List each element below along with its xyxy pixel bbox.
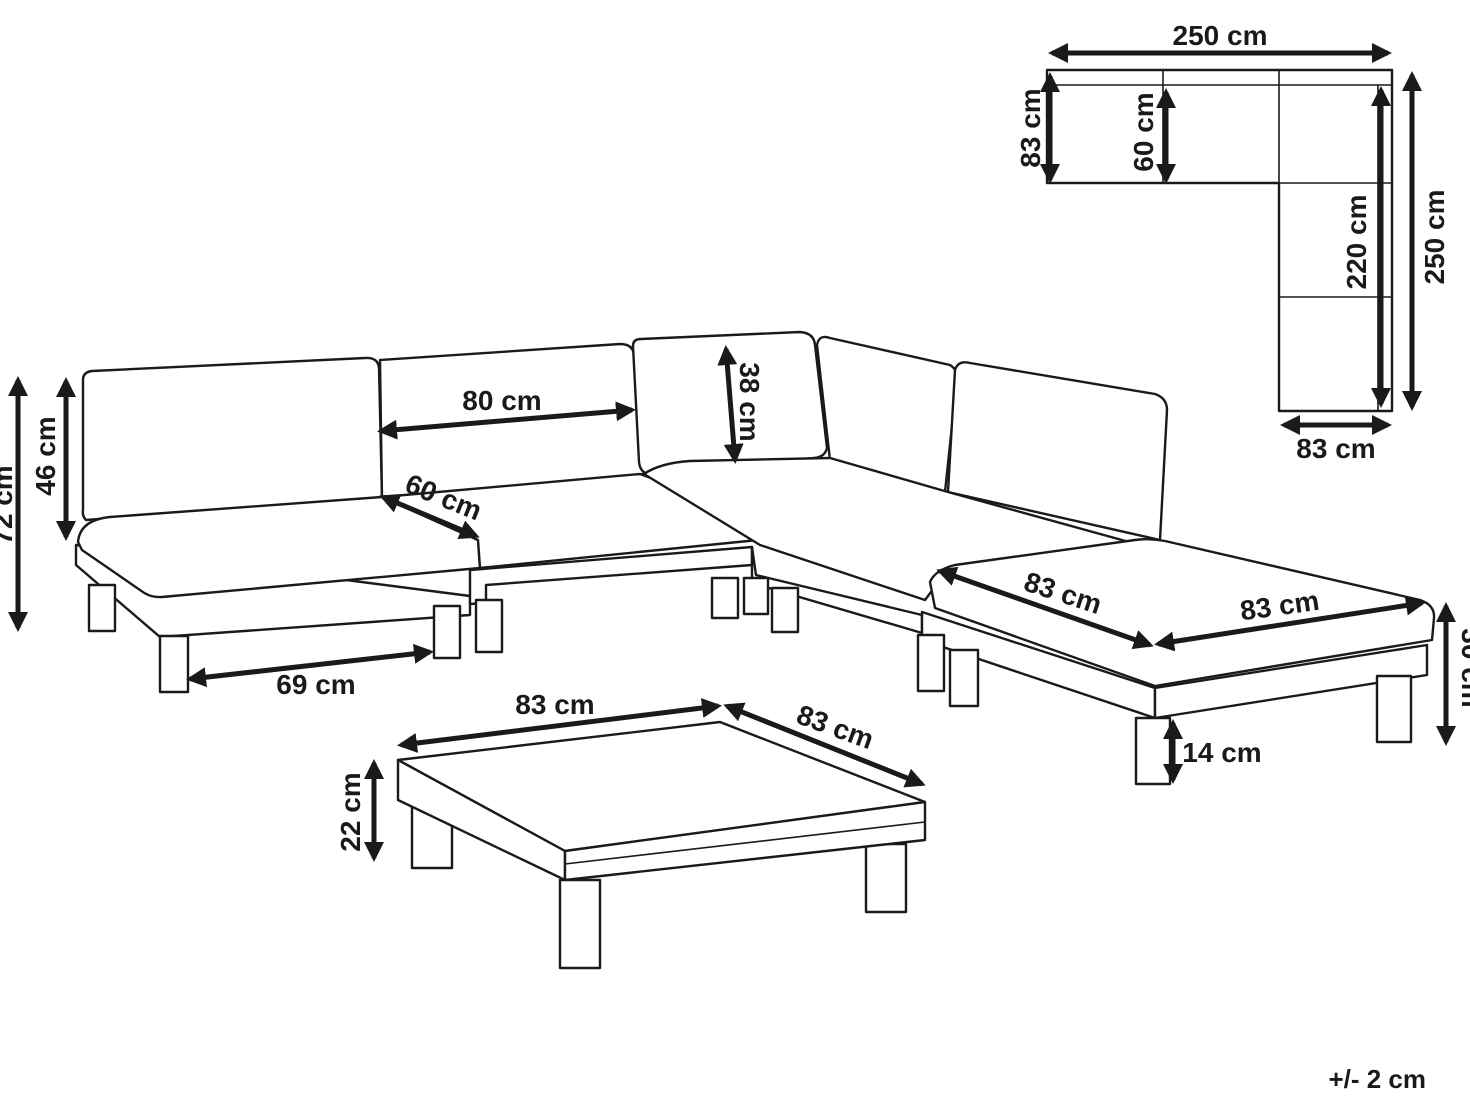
sofa-leg-10 (1134, 716, 1172, 786)
leg-height-label: 14 cm (1182, 737, 1261, 768)
sofa-leg-4 (474, 598, 504, 654)
tolerance-note: +/- 2 cm (1328, 1064, 1426, 1094)
ottoman-frame-front (1153, 643, 1429, 720)
back-cushion-right (946, 361, 1169, 542)
table-depth-arrow (723, 702, 926, 788)
sofa-leg-9 (948, 648, 980, 708)
seat-width-arrow (186, 643, 434, 688)
cushion-height-arrow (717, 345, 744, 464)
back-width-label: 80 cm (462, 385, 541, 416)
sofa-leg-1 (87, 583, 117, 633)
ottoman-width-arrow (1154, 595, 1426, 652)
plan-module-depth-label: 83 cm (1015, 88, 1046, 167)
sofa-drawing: 72 cm 46 cm 80 cm 38 cm 60 cm 69 cm 83 c… (0, 330, 1470, 786)
total-height-label: 72 cm (0, 465, 18, 544)
table-leg-front (558, 878, 602, 970)
cushion-height-label: 38 cm (734, 362, 765, 441)
plan-view: 250 cm 83 cm 60 cm 220 cm 250 cm 83 cm (1015, 20, 1450, 464)
sofa-leg-8 (916, 633, 946, 693)
back-cushion-1 (81, 356, 384, 522)
table-drawing: 83 cm 83 cm 22 cm (335, 689, 927, 970)
table-edge-line (564, 821, 926, 865)
back-width-arrow (377, 401, 636, 440)
back-height-label: 46 cm (30, 416, 61, 495)
sofa-leg-11 (1375, 674, 1413, 744)
seat-depth-arrow (379, 493, 480, 540)
table-top-edge-front (563, 800, 927, 882)
plan-overall-width-label: 250 cm (1173, 20, 1268, 51)
sofa-leg-7 (770, 586, 800, 634)
plan-overall-depth-label: 250 cm (1419, 190, 1450, 285)
table-width-arrow (397, 698, 722, 753)
sofa-leg-6 (742, 576, 770, 616)
plan-seat-depth-label: 60 cm (1128, 92, 1159, 171)
table-leg-back-right (864, 842, 908, 914)
plan-inner-length-label: 220 cm (1341, 195, 1372, 290)
ottoman-depth-arrow (936, 566, 1154, 650)
seat-height-label: 30 cm (1456, 628, 1470, 707)
plan-bottom-width-label: 83 cm (1296, 433, 1375, 464)
table-height-label: 22 cm (335, 772, 366, 851)
seat-width-label: 69 cm (276, 669, 355, 700)
sofa-leg-3 (432, 604, 462, 660)
table-width-label: 83 cm (515, 689, 594, 720)
sofa-leg-5 (710, 576, 740, 620)
sofa-leg-2 (158, 634, 190, 694)
